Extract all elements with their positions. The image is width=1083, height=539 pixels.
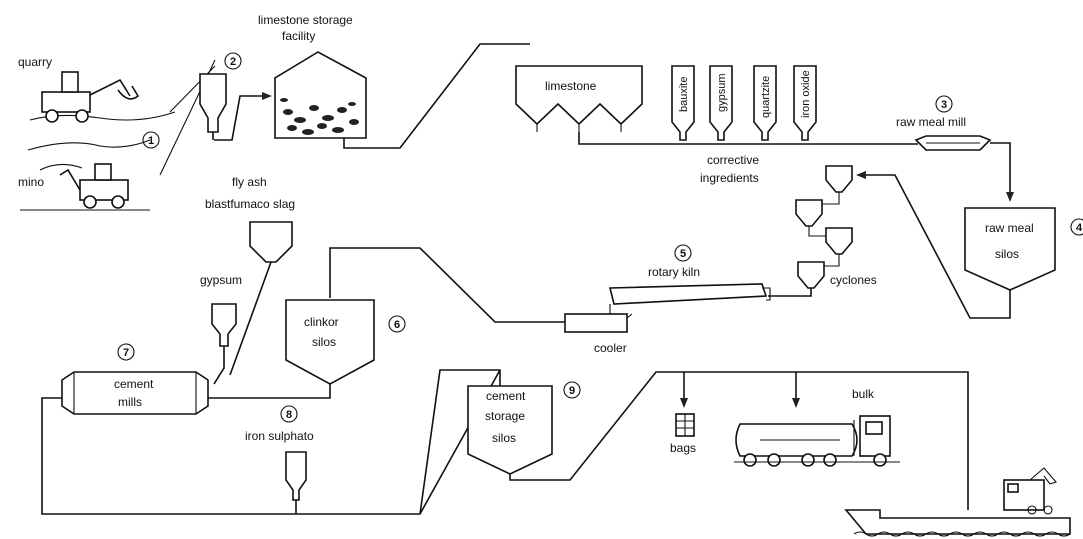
crusher-hopper-icon <box>199 73 227 140</box>
step-2-label: 2 <box>230 56 236 68</box>
corrective-silos <box>671 65 817 141</box>
cement-mills-icon <box>61 371 209 415</box>
cooler-icon <box>564 304 633 333</box>
raw-meal-mill-label: raw meal mill <box>896 115 966 129</box>
quarry-label: quarry <box>18 55 52 69</box>
step-5-marker <box>674 244 692 262</box>
gypsum-silo-label: gypsum <box>716 73 728 112</box>
crusher-to-storage-line <box>214 95 262 141</box>
cement-mills-label: cement <box>114 377 154 391</box>
limestone-storage-label: limestone storage <box>258 13 353 27</box>
gypsum-hopper-icon <box>211 303 237 385</box>
raw-meal-mill-icon <box>914 135 992 151</box>
quarry-excavator-icon <box>29 71 176 123</box>
corrective-label: corrective <box>707 153 759 167</box>
step-2-marker <box>224 52 242 70</box>
storage-to-silos-line <box>343 43 530 149</box>
step-3-marker <box>935 95 953 113</box>
ship-icon <box>844 467 1071 537</box>
silos-to-mill-line <box>578 132 918 145</box>
step-7-marker <box>117 343 135 361</box>
iron-sulphate-hopper-icon <box>285 451 307 514</box>
step-6-marker <box>388 315 406 333</box>
raw-meal-silos-icon <box>964 207 1056 300</box>
mine-label: mino <box>18 175 44 189</box>
clinker-silos-icon <box>205 299 375 399</box>
blastfurnace-slag-label: blastfumaco slag <box>205 197 295 211</box>
clinker-silos-label: clinkor <box>304 315 339 329</box>
step-1-label: 1 <box>148 135 154 147</box>
raw-meal-silos-label-2: silos <box>995 247 1019 261</box>
ingredients-label: ingredients <box>700 171 759 185</box>
step-4-label: 4 <box>1076 222 1083 234</box>
limestone-storage-facility-label: facility <box>282 29 315 43</box>
bags-icon <box>675 413 695 437</box>
step-9-marker <box>563 381 581 399</box>
iron-oxide-label: iron oxide <box>800 70 812 118</box>
mill-arrow-icon <box>1006 192 1014 202</box>
storage-arrow-icon <box>262 92 272 100</box>
kiln-to-clinker-line <box>329 247 565 323</box>
to-storage-line <box>419 369 501 515</box>
step-7-label: 7 <box>123 347 129 359</box>
clinker-silos-label-2: silos <box>312 335 336 349</box>
bulk-truck-icon <box>734 415 900 467</box>
raw-meal-silos-label: raw meal <box>985 221 1034 235</box>
mine-vehicle-icon <box>20 139 151 211</box>
limestone-storage-building <box>274 51 367 139</box>
cyclones-icon <box>768 165 853 297</box>
cement-storage-label-3: silos <box>492 431 516 445</box>
slag-hopper-icon <box>229 221 293 376</box>
quartzite-label: quartzite <box>760 76 772 118</box>
step-1-marker <box>142 131 160 149</box>
silo-to-cyclone-line <box>866 174 1011 319</box>
bauxite-label: bauxite <box>678 77 690 112</box>
cyclone-feed-arrow-icon <box>856 171 866 179</box>
iron-sulphate-label: iron sulphato <box>245 429 314 443</box>
gypsum-label: gypsum <box>200 273 242 287</box>
step-6-label: 6 <box>394 319 400 331</box>
mill-to-silo-line <box>990 142 1011 192</box>
rotary-kiln-icon <box>608 283 771 305</box>
cement-storage-silos-icon <box>467 371 969 510</box>
step-5-label: 5 <box>680 248 686 260</box>
step-8-label: 8 <box>286 409 292 421</box>
mill-output-line <box>41 369 501 515</box>
limestone-silos <box>515 65 643 132</box>
cement-mills-label-2: mills <box>118 395 142 409</box>
cooler-label: cooler <box>594 341 627 355</box>
step-3-label: 3 <box>941 99 947 111</box>
fly-ash-label: fly ash <box>232 175 267 189</box>
bags-arrow-icon <box>680 398 688 408</box>
step-4-marker <box>1070 218 1083 236</box>
bulk-arrow-icon <box>792 398 800 408</box>
rotary-kiln-label: rotary kiln <box>648 265 700 279</box>
step-9-label: 9 <box>569 385 575 397</box>
cement-storage-label: cement <box>486 389 526 403</box>
limestone-silo-label: limestone <box>545 79 597 93</box>
bulk-label: bulk <box>852 387 875 401</box>
cyclones-label: cyclones <box>830 273 877 287</box>
cement-storage-label-2: storage <box>485 409 525 423</box>
step-8-marker <box>280 405 298 423</box>
bags-label: bags <box>670 441 696 455</box>
